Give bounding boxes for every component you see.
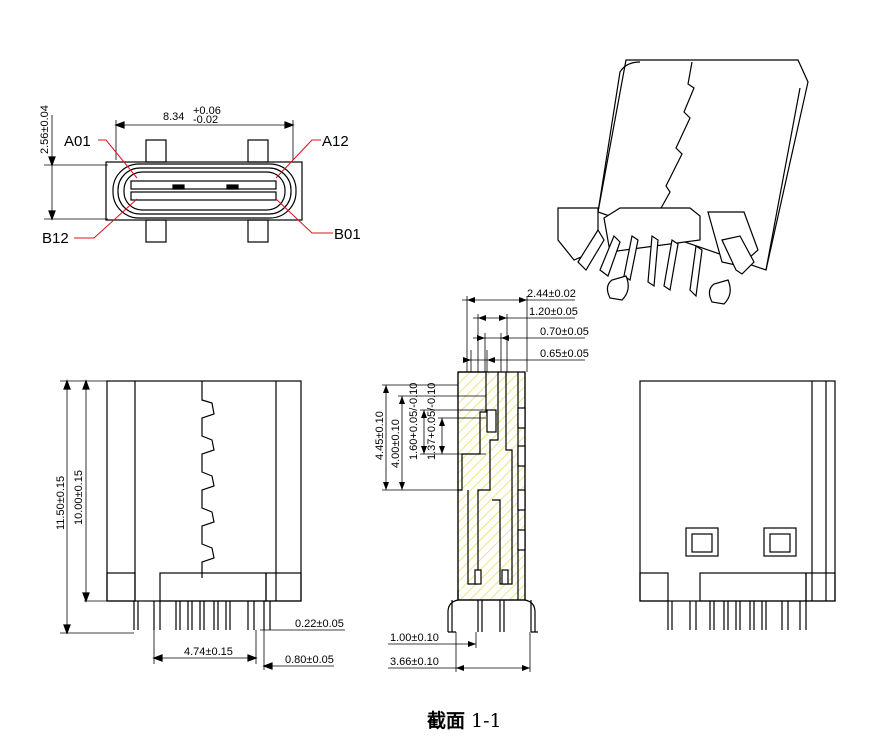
- pin-width-dim: 0.22±0.05: [295, 618, 344, 630]
- section-dim-0-65: 0.65±0.05: [540, 348, 589, 360]
- pin-span-dim: 4.74±0.15: [184, 646, 233, 658]
- side-height-dim: 11.50±0.15: [55, 476, 67, 530]
- section-dim-4-00: 4.00±0.10: [390, 419, 402, 468]
- isometric-view: [557, 59, 809, 305]
- front-pin-leaders: [74, 139, 333, 239]
- section-dim-2-44: 2.44±0.02: [527, 288, 576, 300]
- section-caption-number: 1-1: [471, 710, 502, 732]
- pin-label-a01: A01: [64, 133, 91, 150]
- section-dim-1-37: 1.37+0.05/-0.10: [426, 383, 438, 460]
- section-dim-4-45: 4.45±0.10: [374, 411, 386, 460]
- pin-label-a12: A12: [322, 133, 349, 150]
- front-width-dim: 8.34: [163, 111, 184, 123]
- pin-pitch-dim: 0.80±0.05: [285, 654, 334, 666]
- side-view-right: [639, 380, 836, 630]
- section-caption-title: 截面: [427, 709, 465, 732]
- side-view-left: [60, 379, 345, 670]
- front-width-tol-lower: -0.02: [193, 114, 218, 126]
- front-view: [44, 115, 303, 243]
- side-body-height-dim: 10.00±0.15: [73, 470, 85, 525]
- section-view: [382, 296, 585, 672]
- section-dim-0-70: 0.70±0.05: [540, 326, 589, 338]
- pin-label-b01: B01: [334, 226, 361, 243]
- section-dim-1-20: 1.20±0.05: [529, 306, 578, 318]
- section-dim-1-00: 1.00±0.10: [390, 632, 439, 644]
- section-dim-1-60: 1.60+0.05/-0.10: [408, 383, 420, 460]
- pin-label-b12: B12: [42, 230, 69, 247]
- front-height-dim: 2.56±0.04: [39, 105, 51, 154]
- section-dim-3-66: 3.66±0.10: [390, 656, 439, 668]
- front-width-tol-upper: +0.06: [193, 105, 221, 117]
